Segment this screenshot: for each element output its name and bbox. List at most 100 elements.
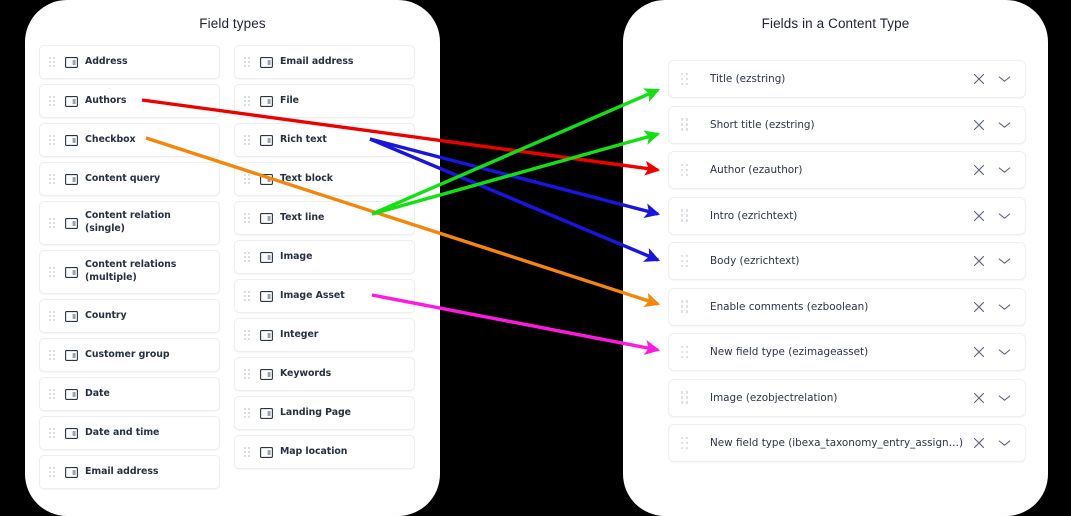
field-type-card[interactable]: Rich text: [234, 123, 415, 157]
drag-handle-icon[interactable]: [49, 465, 58, 479]
drag-handle-icon[interactable]: [244, 250, 253, 264]
drag-handle-icon[interactable]: [681, 162, 692, 178]
drag-handle-icon[interactable]: [244, 172, 253, 186]
field-type-card[interactable]: Content relation (single): [39, 201, 220, 245]
field-type-label: Text line: [280, 211, 325, 223]
drag-handle-icon[interactable]: [681, 117, 692, 133]
close-icon[interactable]: [972, 254, 986, 268]
content-type-field-row[interactable]: Enable comments (ezboolean): [668, 287, 1026, 326]
close-icon[interactable]: [972, 163, 986, 177]
drag-handle-icon[interactable]: [681, 299, 692, 315]
field-type-card[interactable]: File: [234, 84, 415, 118]
field-type-label: Landing Page: [280, 406, 351, 418]
drag-handle-icon[interactable]: [244, 367, 253, 381]
drag-handle-icon[interactable]: [49, 348, 58, 362]
field-type-card[interactable]: Image Asset: [234, 279, 415, 313]
drag-handle-icon[interactable]: [49, 94, 58, 108]
drag-handle-icon[interactable]: [244, 55, 253, 69]
field-type-card[interactable]: Keywords: [234, 357, 415, 391]
drag-handle-icon[interactable]: [244, 406, 253, 420]
field-type-card[interactable]: Integer: [234, 318, 415, 352]
drag-handle-icon[interactable]: [49, 133, 58, 147]
field-type-card[interactable]: Email address: [39, 455, 220, 489]
field-type-card[interactable]: Image: [234, 240, 415, 274]
drag-handle-icon[interactable]: [681, 435, 692, 451]
field-type-icon: [65, 388, 78, 400]
field-type-card[interactable]: Content query: [39, 162, 220, 196]
drag-handle-icon[interactable]: [681, 253, 692, 269]
drag-handle-icon[interactable]: [244, 133, 253, 147]
drag-handle-icon[interactable]: [244, 328, 253, 342]
field-type-card[interactable]: Map location: [234, 435, 415, 469]
drag-handle-icon[interactable]: [244, 289, 253, 303]
field-type-label: Image Asset: [280, 289, 345, 301]
field-type-card[interactable]: Address: [39, 45, 220, 79]
drag-handle-icon[interactable]: [244, 445, 253, 459]
field-type-label: Integer: [280, 328, 319, 340]
chevron-down-icon[interactable]: [997, 300, 1011, 314]
chevron-down-icon[interactable]: [997, 118, 1011, 132]
content-type-field-row[interactable]: Short title (ezstring): [668, 105, 1026, 144]
chevron-down-icon[interactable]: [997, 209, 1011, 223]
drag-handle-icon[interactable]: [49, 426, 58, 440]
content-type-field-label: Author (ezauthor): [710, 164, 803, 176]
close-icon[interactable]: [972, 391, 986, 405]
field-type-card[interactable]: Authors: [39, 84, 220, 118]
drag-handle-icon[interactable]: [49, 216, 58, 230]
field-type-card[interactable]: Country: [39, 299, 220, 333]
chevron-down-icon[interactable]: [997, 345, 1011, 359]
chevron-down-icon[interactable]: [997, 72, 1011, 86]
chevron-down-icon[interactable]: [997, 391, 1011, 405]
field-type-label: Checkbox: [85, 133, 136, 145]
drag-handle-icon[interactable]: [49, 55, 58, 69]
content-type-field-row[interactable]: Body (ezrichtext): [668, 242, 1026, 280]
field-type-card[interactable]: Customer group: [39, 338, 220, 372]
content-type-field-label: Body (ezrichtext): [710, 255, 800, 267]
content-type-field-row[interactable]: New field type (ezimageasset): [668, 333, 1026, 371]
field-type-card[interactable]: Checkbox: [39, 123, 220, 157]
drag-handle-icon[interactable]: [49, 172, 58, 186]
close-icon[interactable]: [972, 300, 986, 314]
field-type-icon: [65, 466, 78, 478]
field-type-icon: [65, 95, 78, 107]
field-type-icon: [260, 290, 273, 302]
field-type-card[interactable]: Text line: [234, 201, 415, 235]
close-icon[interactable]: [972, 118, 986, 132]
close-icon[interactable]: [972, 72, 986, 86]
close-icon[interactable]: [972, 436, 986, 450]
chevron-down-icon[interactable]: [997, 254, 1011, 268]
drag-handle-icon[interactable]: [681, 390, 692, 406]
field-type-card[interactable]: Email address: [234, 45, 415, 79]
content-type-field-row[interactable]: Author (ezauthor): [668, 151, 1026, 189]
field-type-card[interactable]: Text block: [234, 162, 415, 196]
close-icon[interactable]: [972, 209, 986, 223]
drag-handle-icon[interactable]: [244, 211, 253, 225]
drag-handle-icon[interactable]: [49, 309, 58, 323]
content-type-field-row[interactable]: New field type (ibexa_taxonomy_entry_ass…: [668, 424, 1026, 462]
field-type-card[interactable]: Content relations (multiple): [39, 250, 220, 294]
content-type-fields-list: Title (ezstring) Short title (ezstring) Au…: [668, 60, 1026, 462]
field-type-icon: [260, 446, 273, 458]
field-row-actions: [972, 345, 1011, 359]
drag-handle-icon[interactable]: [681, 71, 692, 87]
drag-handle-icon[interactable]: [49, 265, 58, 279]
field-type-card[interactable]: Date and time: [39, 416, 220, 450]
drag-handle-icon[interactable]: [244, 94, 253, 108]
field-type-label: Authors: [85, 94, 127, 106]
field-type-label: Email address: [280, 55, 354, 67]
chevron-down-icon[interactable]: [997, 436, 1011, 450]
field-type-icon: [260, 251, 273, 263]
content-type-field-row[interactable]: Image (ezobjectrelation): [668, 378, 1026, 417]
field-type-card[interactable]: Landing Page: [234, 396, 415, 430]
drag-handle-icon[interactable]: [49, 387, 58, 401]
content-type-field-row[interactable]: Title (ezstring): [668, 60, 1026, 98]
close-icon[interactable]: [972, 345, 986, 359]
field-type-icon: [65, 427, 78, 439]
chevron-down-icon[interactable]: [997, 163, 1011, 177]
drag-handle-icon[interactable]: [681, 208, 692, 224]
field-type-icon: [260, 134, 273, 146]
field-type-card[interactable]: Date: [39, 377, 220, 411]
content-type-field-row[interactable]: Intro (ezrichtext): [668, 196, 1026, 235]
drag-handle-icon[interactable]: [681, 344, 692, 360]
